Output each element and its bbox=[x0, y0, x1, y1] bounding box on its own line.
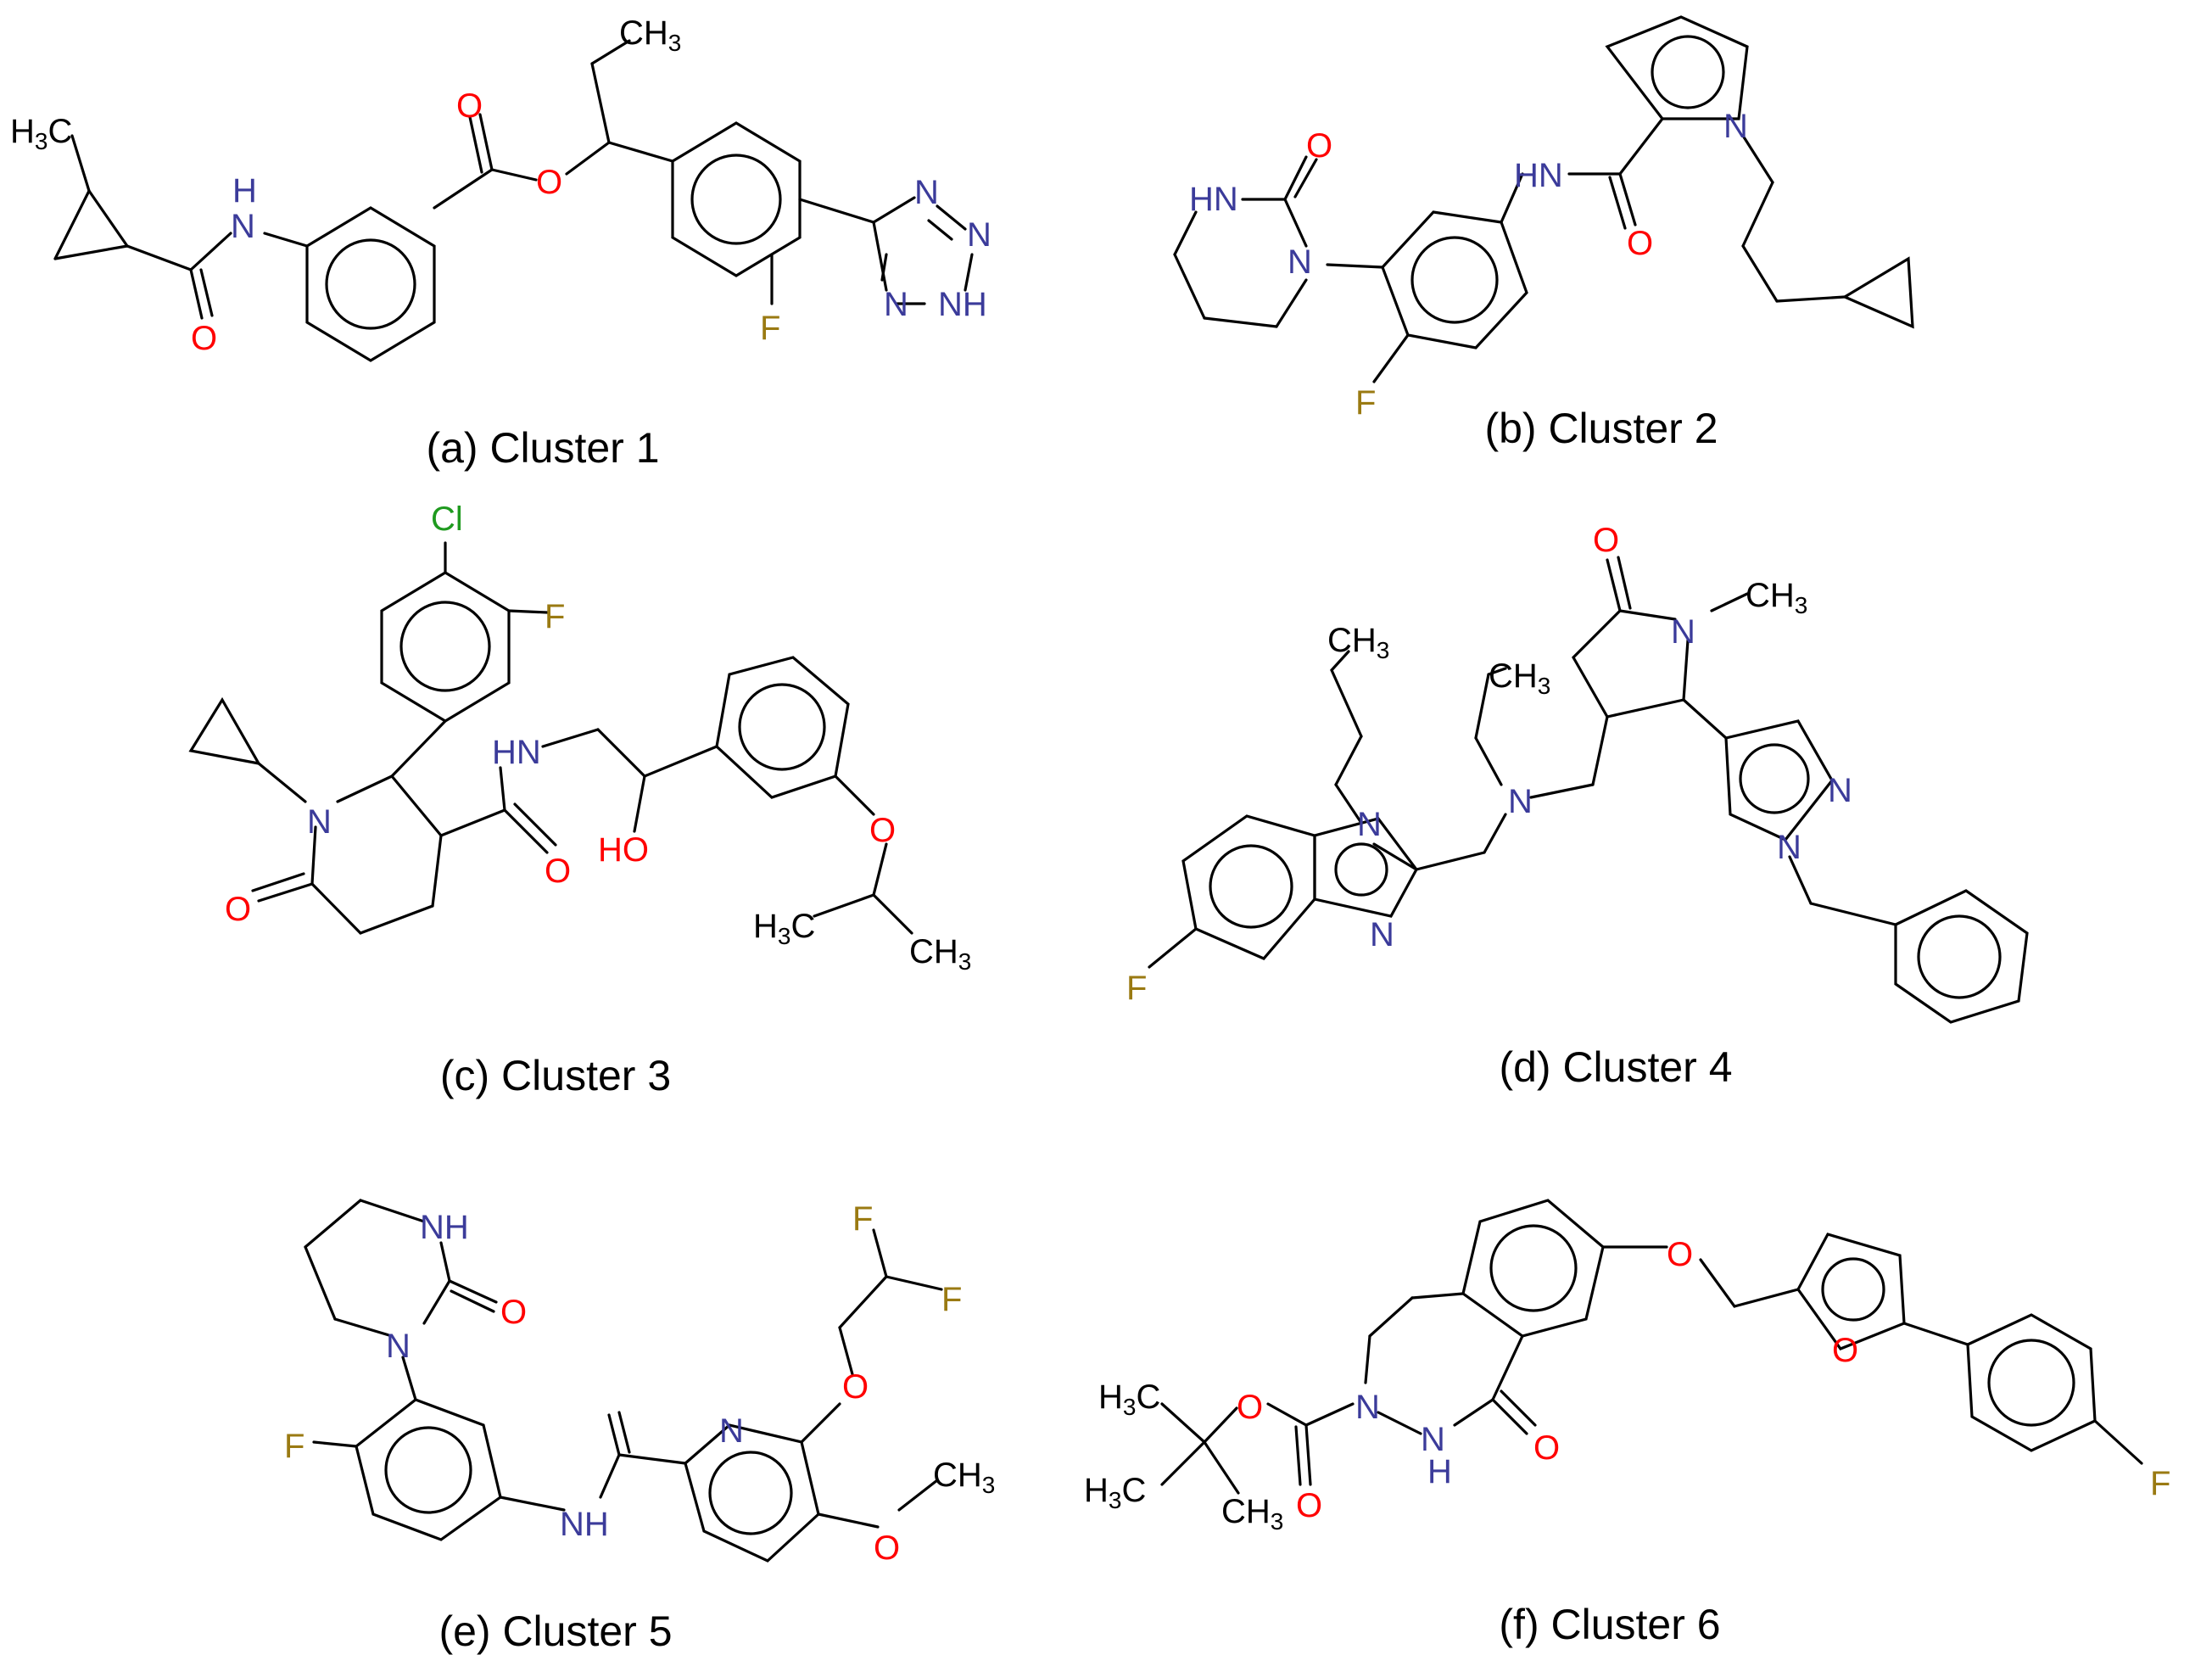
panel-c: Cl F HN N O HO O O H3C CH3 (c) Cluster 3 bbox=[188, 500, 971, 1099]
atom-label: O bbox=[1832, 1332, 1858, 1369]
atom-label: O bbox=[536, 164, 562, 201]
panel-f-bonds bbox=[1160, 1199, 2143, 1495]
atom-label: N bbox=[967, 216, 991, 254]
panel-e-bonds bbox=[304, 1199, 943, 1563]
atom-label: F bbox=[852, 1200, 873, 1238]
atom-label: N bbox=[1355, 1389, 1380, 1426]
atom-label: O bbox=[1667, 1236, 1693, 1273]
panel-b-bonds bbox=[1173, 15, 1914, 383]
panel-d-bonds bbox=[1148, 556, 2029, 1024]
atom-label: O bbox=[874, 1529, 900, 1567]
atom-label: N bbox=[307, 803, 332, 841]
atom-label: CH3 bbox=[1221, 1493, 1283, 1535]
atom-label: O bbox=[842, 1368, 869, 1406]
atom-label: HO bbox=[598, 831, 649, 869]
atom-label: N bbox=[914, 174, 939, 211]
atom-label: O bbox=[1593, 522, 1619, 559]
panel-a-caption: (a) Cluster 1 bbox=[426, 424, 659, 472]
atom-label: O bbox=[500, 1294, 527, 1331]
atom-label: N bbox=[1777, 829, 1801, 866]
atom-label: F bbox=[284, 1428, 304, 1465]
atom-label: F bbox=[760, 310, 780, 347]
atom-label: O bbox=[225, 891, 251, 928]
atom-label: CH3 bbox=[619, 14, 681, 56]
panel-b: O HN HN N N O F (b) Cluster 2 bbox=[1173, 15, 1914, 452]
atom-label: H bbox=[232, 172, 257, 210]
atom-label: NH bbox=[420, 1209, 469, 1246]
atom-label: N bbox=[1288, 243, 1312, 281]
atom-label: Cl bbox=[431, 500, 463, 538]
atom-label: F bbox=[1126, 970, 1147, 1007]
panel-a: CH3 H3C O H N O O N N F N NH (a) Cluster… bbox=[10, 14, 991, 472]
panel-e: F NH F O N O N F CH3 NH O (e) Cluster 5 bbox=[284, 1199, 995, 1655]
atom-label: N bbox=[1370, 916, 1394, 953]
panel-c-atoms: Cl F HN N O HO O O H3C CH3 bbox=[225, 500, 971, 975]
atom-label: HN bbox=[1189, 181, 1238, 218]
atom-label: N bbox=[1421, 1421, 1445, 1458]
atom-label: F bbox=[545, 598, 565, 635]
panel-f-atoms: O O H3C O N N H O H3C CH3 O F bbox=[1084, 1236, 2170, 1535]
atom-label: O bbox=[456, 87, 483, 125]
panel-f: O O H3C O N N H O H3C CH3 O F (f) Cluste… bbox=[1084, 1199, 2170, 1648]
panel-d-atoms: O N CH3 CH3 CH3 N N N N N F bbox=[1126, 522, 1852, 1007]
panel-c-bonds bbox=[188, 541, 913, 935]
atom-label: N bbox=[1828, 772, 1852, 809]
atom-label: NH bbox=[938, 286, 987, 323]
atom-label: N bbox=[1357, 806, 1382, 843]
atom-label: H3C bbox=[10, 113, 72, 154]
atom-label: F bbox=[1355, 384, 1376, 422]
atom-label: CH3 bbox=[933, 1457, 995, 1498]
panel-b-atoms: O HN HN N N O F bbox=[1189, 108, 1748, 422]
panel-e-caption: (e) Cluster 5 bbox=[438, 1607, 672, 1655]
panel-a-atoms: CH3 H3C O H N O O N N F N NH bbox=[10, 14, 991, 357]
atom-label: HN bbox=[1514, 157, 1563, 194]
atom-label: H3C bbox=[753, 908, 815, 949]
atom-label: HN bbox=[492, 734, 541, 771]
panel-c-caption: (c) Cluster 3 bbox=[440, 1052, 671, 1099]
atom-label: O bbox=[1627, 225, 1653, 262]
panel-d-caption: (d) Cluster 4 bbox=[1499, 1043, 1732, 1091]
atom-label: N bbox=[1671, 613, 1695, 651]
panel-f-caption: (f) Cluster 6 bbox=[1499, 1601, 1720, 1648]
atom-label: N bbox=[1508, 783, 1533, 820]
atom-label: F bbox=[2150, 1465, 2170, 1502]
atom-label: F bbox=[941, 1281, 962, 1318]
atom-label: H bbox=[1427, 1453, 1452, 1490]
atom-label: CH3 bbox=[909, 933, 971, 975]
atom-label: N bbox=[231, 208, 255, 245]
panel-d: O N CH3 CH3 CH3 N N N N N F (d) Cluster … bbox=[1126, 522, 2029, 1091]
atom-label: CH3 bbox=[1489, 657, 1550, 699]
atom-label: CH3 bbox=[1746, 577, 1807, 618]
atom-label: O bbox=[191, 320, 217, 357]
panel-e-atoms: F NH F O N O N F CH3 NH O bbox=[284, 1200, 995, 1567]
atom-label: O bbox=[869, 812, 896, 849]
atom-label: H3C bbox=[1098, 1378, 1160, 1420]
panel-b-caption: (b) Cluster 2 bbox=[1484, 405, 1718, 452]
atom-label: NH bbox=[560, 1506, 609, 1543]
atom-label: H3C bbox=[1084, 1472, 1146, 1513]
atom-label: N bbox=[719, 1412, 744, 1450]
atom-label: N bbox=[884, 286, 908, 323]
atom-label: N bbox=[386, 1328, 411, 1365]
atom-label: O bbox=[1533, 1429, 1560, 1467]
atom-label: N bbox=[1723, 108, 1748, 145]
atom-label: O bbox=[1237, 1389, 1263, 1426]
panel-a-bonds bbox=[53, 39, 974, 362]
atom-label: O bbox=[1296, 1487, 1322, 1524]
atom-label: CH3 bbox=[1327, 622, 1389, 663]
atom-label: O bbox=[545, 853, 571, 890]
atom-label: O bbox=[1306, 127, 1332, 165]
